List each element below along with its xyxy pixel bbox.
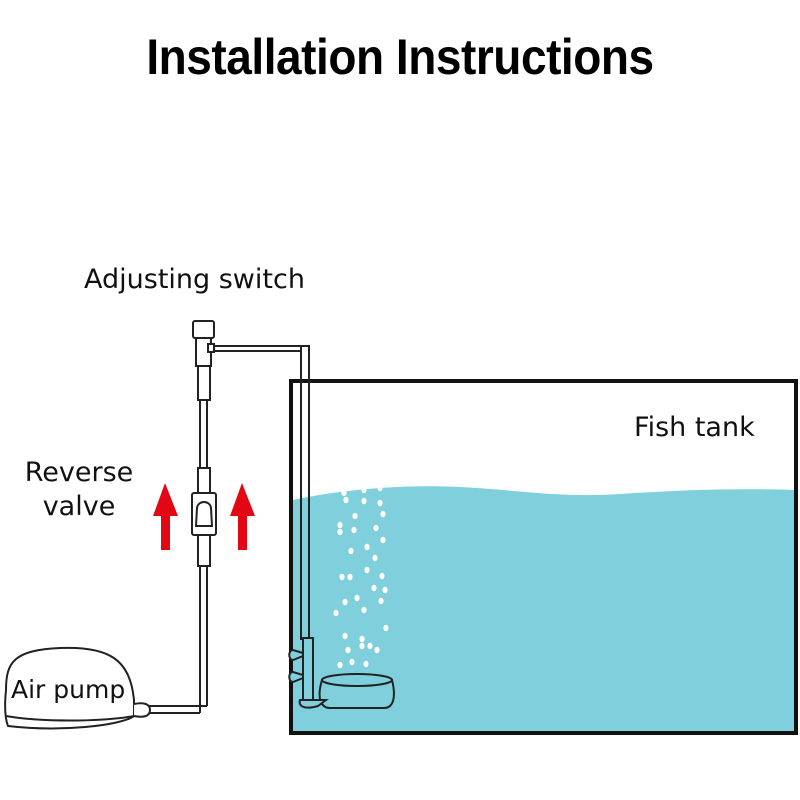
fish-tank: [289, 379, 798, 735]
air-bubbles: [333, 484, 389, 669]
bubble: [349, 658, 355, 666]
reverse-valve-device: [191, 467, 217, 567]
bubble: [364, 543, 370, 551]
fish-tank-label: Fish tank: [634, 412, 755, 443]
bubble: [380, 536, 386, 544]
bubble: [359, 642, 365, 650]
tank-tube: [288, 345, 314, 701]
air-pump: [4, 646, 152, 730]
reverse-valve-label: Reverse valve: [20, 456, 138, 524]
bubble: [371, 584, 377, 592]
bubble: [337, 521, 343, 529]
tank-water: [292, 486, 796, 732]
bubble: [383, 624, 389, 632]
bubble: [342, 632, 348, 640]
page-title: Installation Instructions: [146, 29, 654, 85]
bubble: [363, 660, 369, 668]
adjusting-switch-label: Adjusting switch: [84, 264, 305, 295]
bubble: [354, 594, 360, 602]
bubble: [337, 528, 343, 536]
bubble: [347, 573, 353, 581]
bubble: [374, 646, 380, 654]
bubble: [379, 572, 385, 580]
bubble: [351, 526, 357, 534]
bubble: [348, 547, 354, 555]
bubble: [380, 510, 386, 518]
reverse-valve-label-line1: Reverse: [24, 457, 134, 488]
bubble: [341, 489, 347, 497]
bubble: [361, 486, 367, 494]
lower-tube: [148, 705, 207, 714]
bubble: [352, 512, 358, 520]
bubble: [377, 484, 383, 492]
bubble: [361, 606, 367, 614]
airstone: [298, 673, 395, 709]
upper-tube: [214, 345, 309, 352]
bubble: [342, 598, 348, 606]
reverse-valve-label-line2: valve: [42, 491, 116, 522]
air-pump-label: Air pump: [11, 675, 126, 704]
bubble: [364, 566, 370, 574]
bubble: [345, 646, 351, 654]
bubble: [361, 497, 367, 505]
bubble: [382, 586, 388, 594]
bubble: [339, 573, 345, 581]
bubble: [359, 635, 365, 643]
arrow-up-icon: [230, 483, 255, 550]
tank-outline: [289, 379, 798, 735]
bubble: [367, 642, 373, 650]
bubble: [372, 554, 378, 562]
bubble: [377, 499, 383, 507]
adjusting-switch-device: [192, 320, 215, 401]
bubble: [378, 597, 384, 605]
bubble: [337, 661, 343, 669]
bubble: [373, 524, 379, 532]
arrow-up-icon: [153, 483, 178, 550]
bubble: [333, 609, 339, 617]
vertical-tube: [199, 400, 208, 712]
bubble: [343, 496, 349, 504]
